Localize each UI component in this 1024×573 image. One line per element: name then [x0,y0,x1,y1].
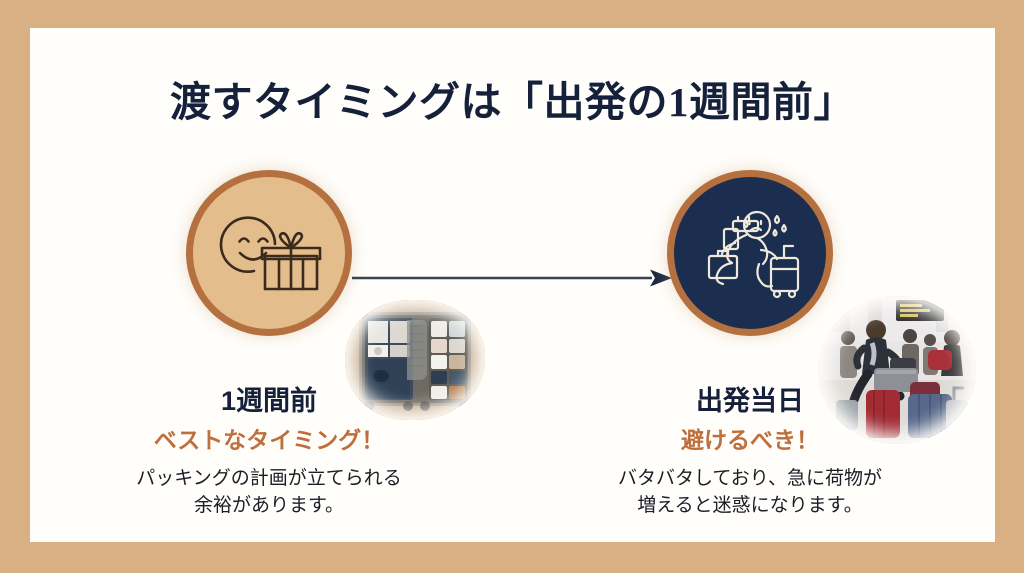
packed-suitcase-photo [345,300,485,420]
circle-one-week-before [186,170,352,336]
column-departure-day: 出発当日 避けるべき！ バタバタしており、急に荷物が 増えると迷惑になります。 [540,386,960,520]
content-panel: 渡すタイミングは「出発の1週間前」 [30,28,995,542]
column-heading: 1週間前 [220,386,318,416]
column-body: バタバタしており、急に荷物が 増えると迷惑になります。 [540,466,960,520]
page-title: 渡すタイミングは「出発の1週間前」 [170,79,855,125]
column-heading: 出発当日 [696,386,804,416]
column-one-week-before: 1週間前 ベストなタイミング！ パッキングの計画が立てられる 余裕があります。 [59,386,479,520]
smiley-gift-icon [213,210,325,296]
column-body-line: パッキングの計画が立てられる [136,468,402,490]
column-body-line: 余裕があります。 [193,495,345,517]
flow-arrow [352,266,674,290]
column-body-line: バタバタしており、急に荷物が [617,468,883,490]
rushing-traveler-icon [691,203,809,303]
column-tagline: 避けるべき！ [681,427,819,454]
column-tagline: ベストなタイミング！ [153,427,385,454]
column-body-line: 増えると迷惑になります。 [637,495,863,517]
circle-departure-day [667,170,833,336]
column-body: パッキングの計画が立てられる 余裕があります。 [59,466,479,520]
